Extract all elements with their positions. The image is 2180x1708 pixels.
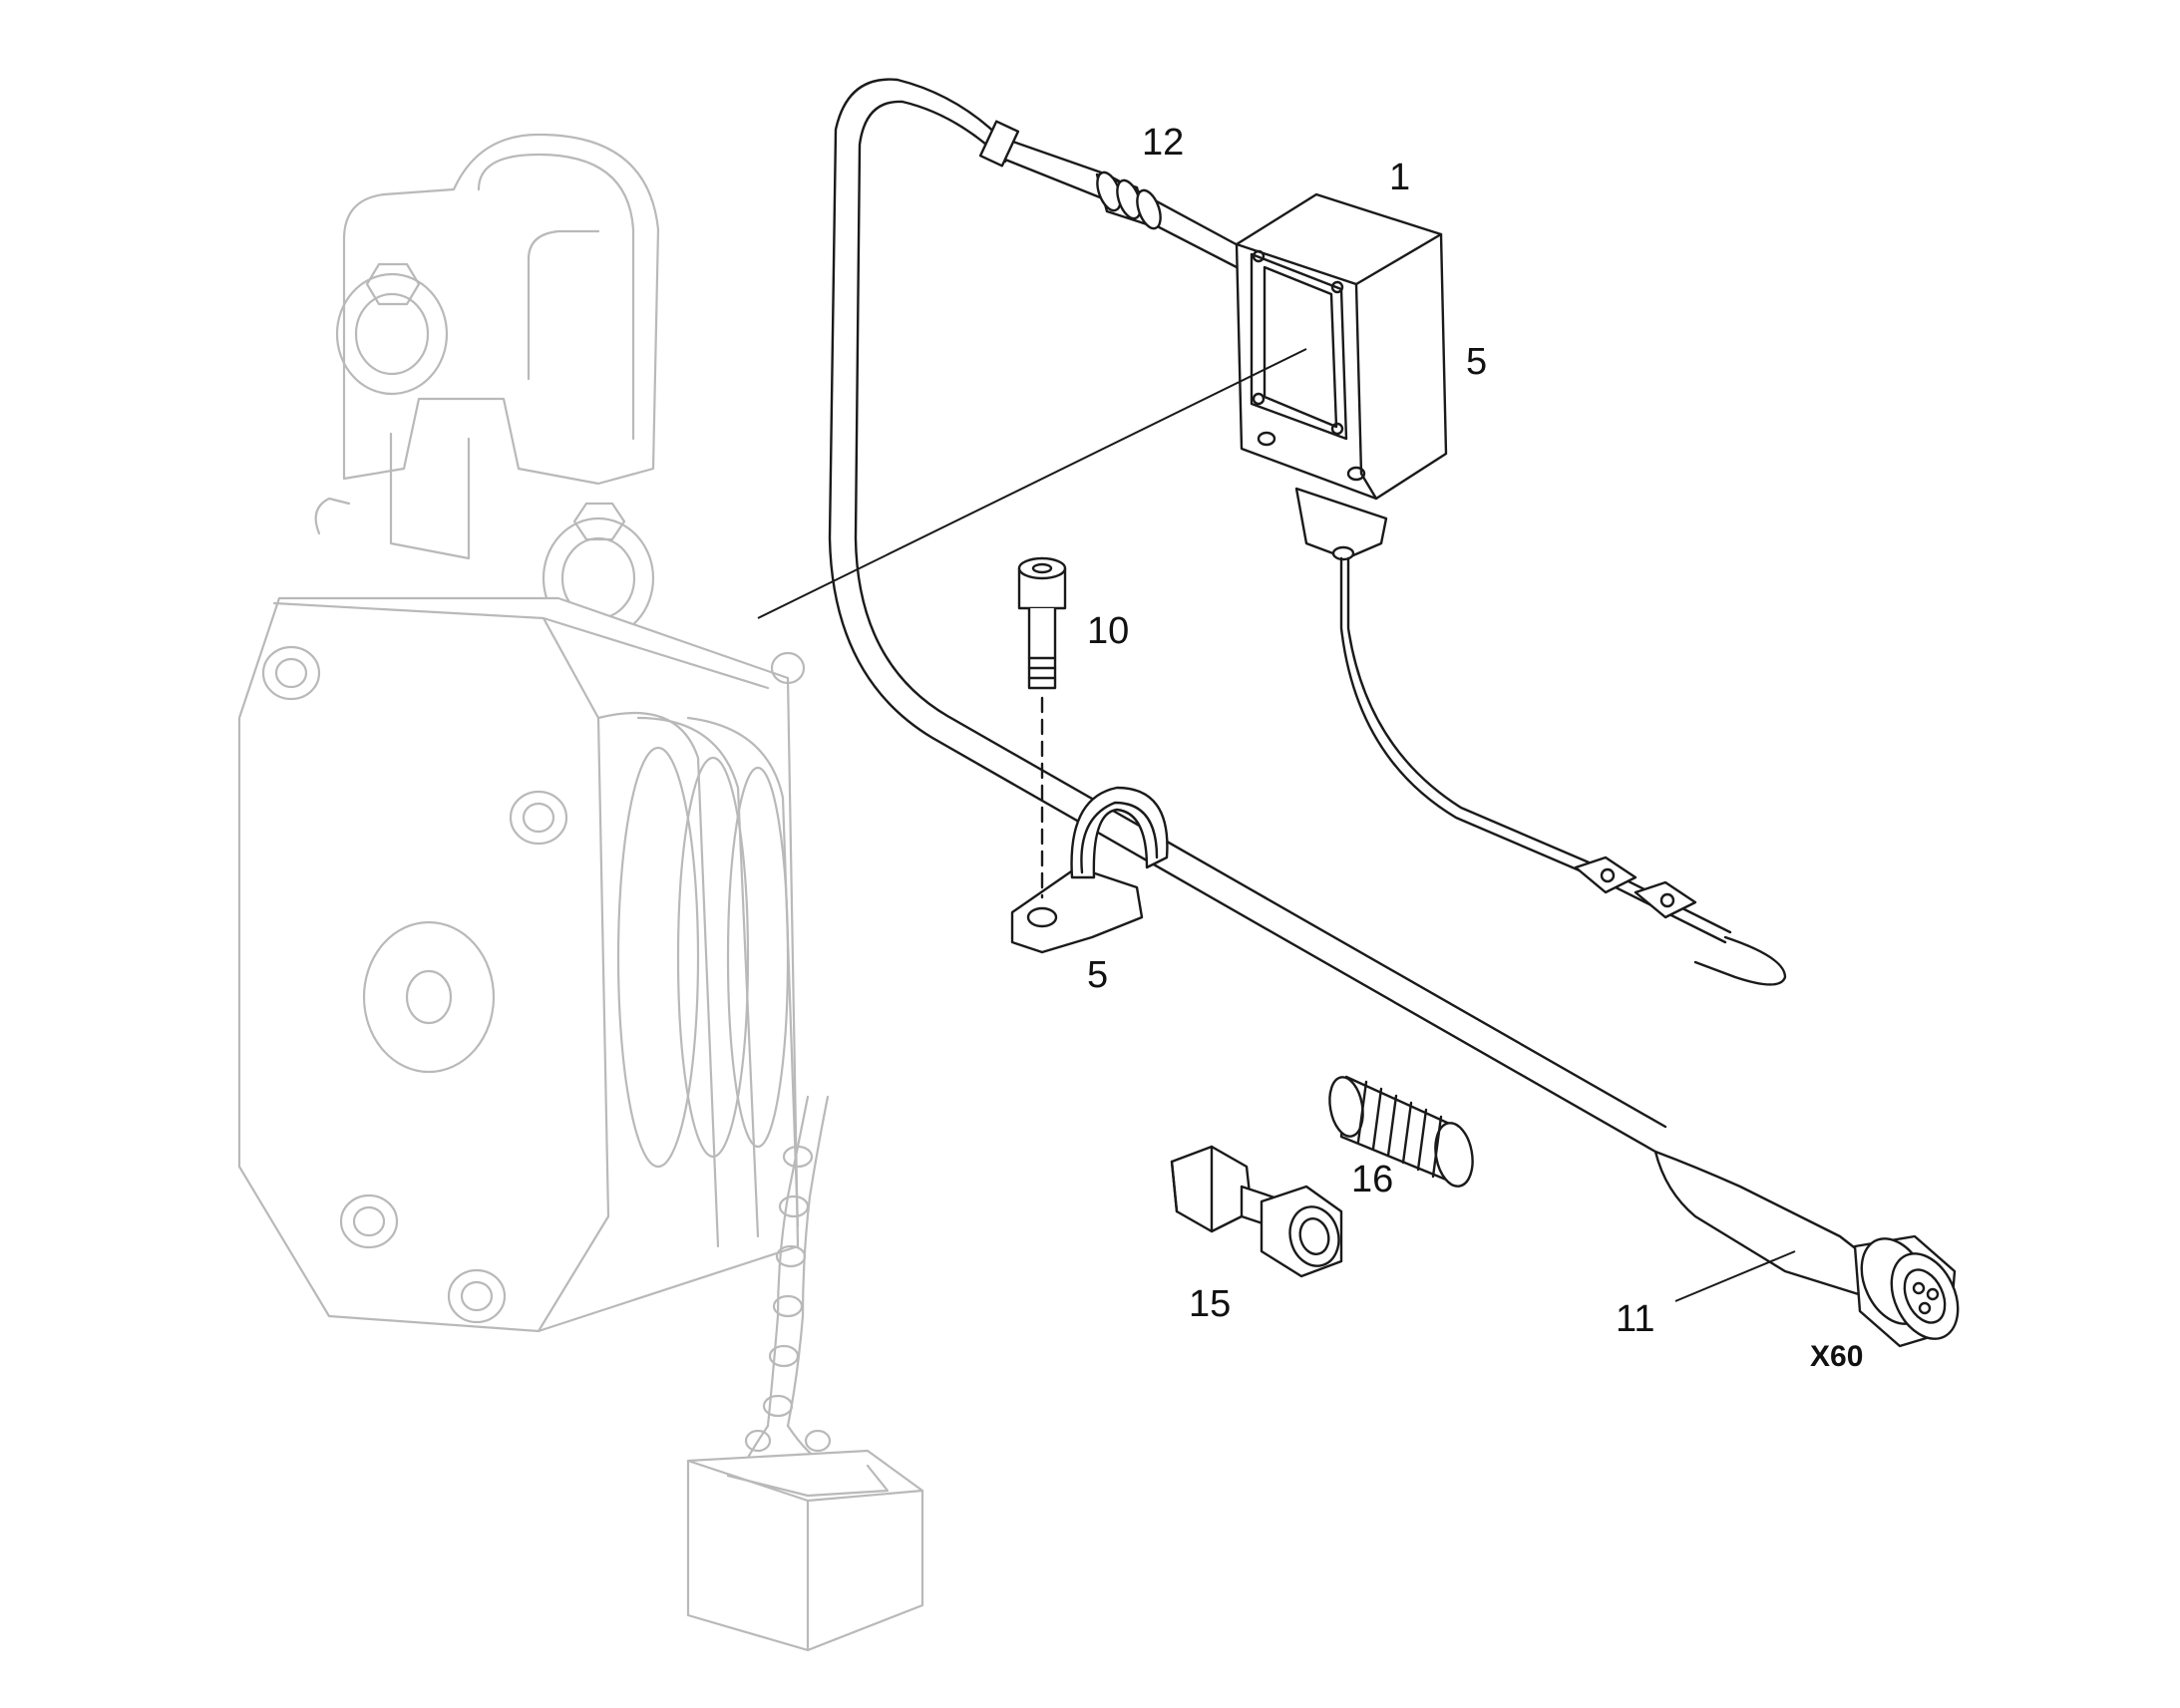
callout-5-clamp: 5	[1087, 954, 1108, 996]
callout-12: 12	[1142, 122, 1184, 164]
callout-5-sensor: 5	[1466, 341, 1487, 383]
grommet-12	[1095, 171, 1162, 230]
callout-10: 10	[1087, 610, 1129, 652]
callout-1: 1	[1389, 157, 1410, 198]
balancer-block-ghost	[237, 133, 924, 1652]
connector-label-x60: X60	[1810, 1340, 1863, 1373]
callout-11: 11	[1616, 1298, 1654, 1340]
ground-lead	[1339, 556, 1787, 986]
callout-15: 15	[1189, 1283, 1231, 1325]
sensor-box-1	[1235, 192, 1448, 561]
spring-16	[1328, 1075, 1474, 1188]
cap-screw-10	[1017, 556, 1067, 899]
nut-fitting-15	[1170, 1145, 1343, 1278]
cable-clamp-5	[1010, 786, 1169, 954]
connector-x60	[1853, 1234, 1960, 1348]
leader-lines	[757, 348, 1796, 1302]
callout-labels: 12 1 5 10 5 16 15 11 X60	[1087, 122, 1863, 1373]
callout-16: 16	[1351, 1159, 1393, 1200]
